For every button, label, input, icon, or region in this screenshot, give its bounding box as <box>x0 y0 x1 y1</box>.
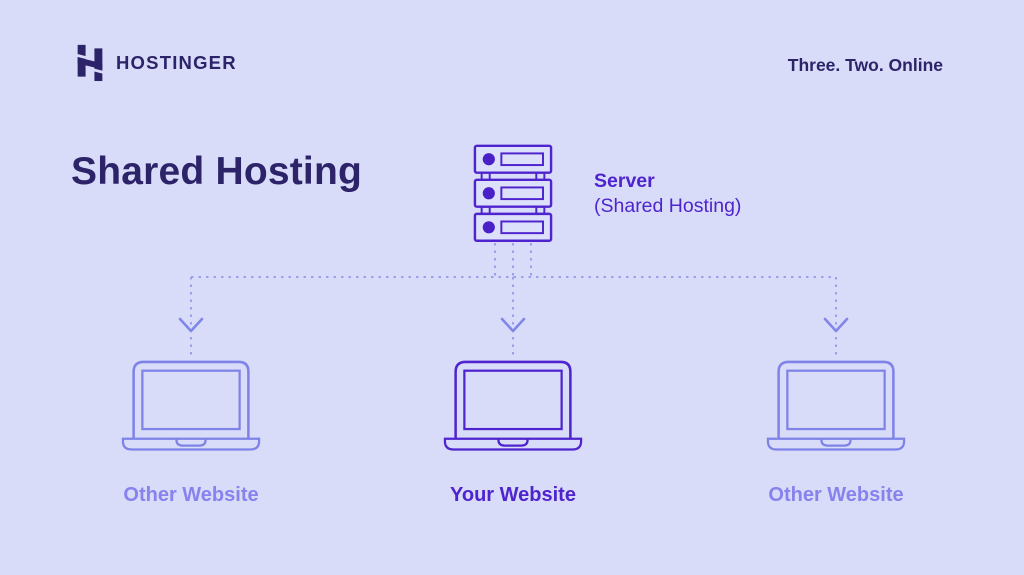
brand: HOSTINGER <box>75 43 237 82</box>
arrow-down-icon <box>178 317 204 333</box>
website-node-label: Other Website <box>123 484 259 507</box>
server-label-subtitle: (Shared Hosting) <box>594 195 742 217</box>
server-icon <box>473 144 553 242</box>
laptop-icon <box>120 360 262 451</box>
laptop-icon <box>442 360 584 451</box>
website-node-label: Your Website <box>450 484 576 507</box>
server-label-title: Server <box>594 170 655 192</box>
server-label: Server (Shared Hosting) <box>594 169 741 219</box>
arrow-down-icon <box>823 317 849 333</box>
hostinger-logo-icon <box>75 43 105 82</box>
website-node-label: Other Website <box>768 484 904 507</box>
website-node-other-left: Other Website <box>81 360 301 507</box>
laptop-icon <box>765 360 907 451</box>
arrow-down-icon <box>500 317 526 333</box>
website-node-other-right: Other Website <box>726 360 946 507</box>
website-node-yours: Your Website <box>403 360 623 507</box>
brand-tagline: Three. Two. Online <box>787 55 943 75</box>
brand-name: HOSTINGER <box>116 51 237 73</box>
page-title: Shared Hosting <box>71 150 362 194</box>
